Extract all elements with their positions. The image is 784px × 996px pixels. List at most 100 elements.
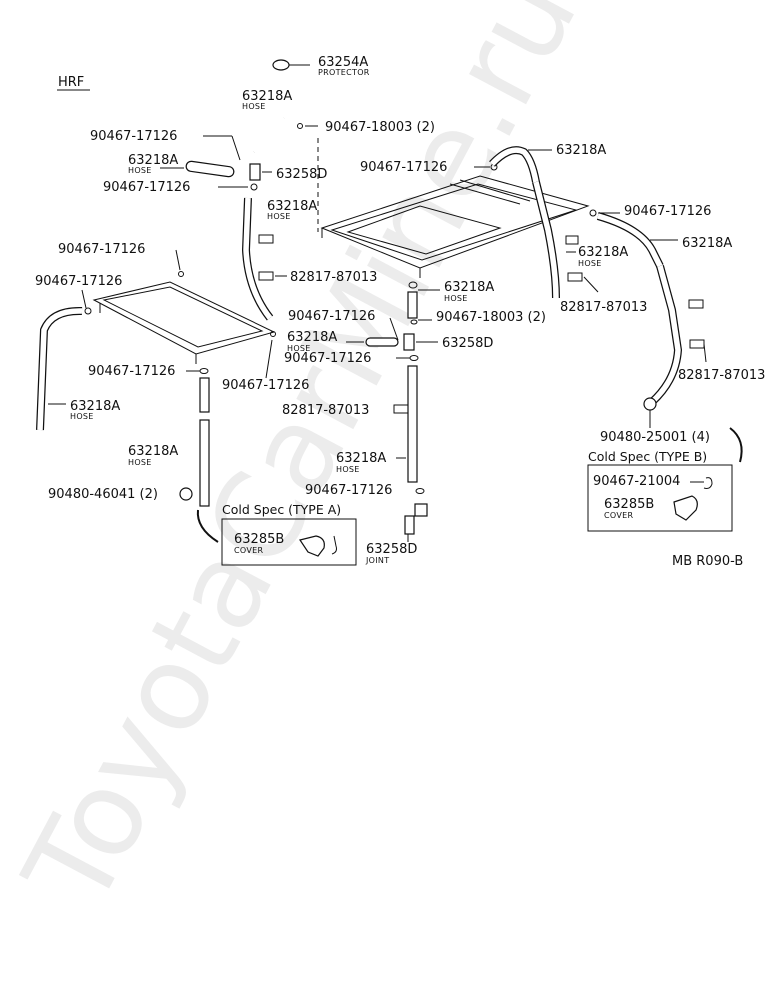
- pad-icon: [258, 234, 274, 244]
- part-number-clamp-tl1: 90467-17126: [90, 129, 177, 144]
- part-desc-protector: PROTECTOR: [318, 68, 370, 77]
- leader-line: [265, 339, 273, 379]
- sunroof-rib: [459, 179, 531, 202]
- hose-left-drop-upper: [199, 377, 210, 413]
- part-desc-hose-right3: HOSE: [578, 259, 602, 268]
- part-number-pad-center: 82817-87013: [282, 403, 369, 418]
- part-number-clamp-right-top: 90467-17126: [360, 160, 447, 175]
- part-number-grommet-right: 90480-25001 (4): [600, 430, 710, 445]
- pad-icon: [258, 271, 274, 281]
- cold-spec-b-title: Cold Spec (TYPE B): [588, 449, 707, 464]
- part-number-hose-center: 63218A: [444, 280, 494, 295]
- part-number-hose-center3: 63218A: [336, 451, 386, 466]
- clamp-icon: [589, 209, 597, 217]
- leader-line: [175, 249, 181, 271]
- part-number-clamp-tl2: 90467-17126: [103, 180, 190, 195]
- leader-line: [81, 289, 87, 309]
- part-number-joint-top: 63258D: [276, 167, 327, 182]
- part-number-joint-bottom: 63258D: [366, 542, 417, 557]
- pad-icon: [393, 404, 409, 414]
- part-desc-hose-center3: HOSE: [336, 465, 360, 474]
- cold-spec-a-part-number: 63285B: [234, 532, 284, 547]
- clamp-icon: [199, 368, 209, 374]
- clamp-icon: [415, 488, 425, 494]
- cover-icon: [299, 535, 325, 557]
- joint-center-icon: [403, 333, 415, 351]
- front-housing-outline: [92, 281, 276, 355]
- pad-icon: [689, 339, 705, 349]
- clamp-icon: [270, 331, 276, 337]
- part-number-hose-center2: 63218A: [287, 330, 337, 345]
- grommet-left-icon: [179, 487, 193, 501]
- part-number-clip-center: 90467-18003 (2): [436, 310, 546, 325]
- cold-spec-a-box: [221, 518, 357, 566]
- cold-spec-a-title: Cold Spec (TYPE A): [222, 502, 341, 517]
- cover-icon: [673, 495, 698, 521]
- part-number-clamp-center1: 90467-17126: [288, 309, 375, 324]
- cold-spec-b-part-desc: COVER: [604, 511, 633, 520]
- clamp-icon: [703, 477, 713, 489]
- part-desc-hose-far-left: HOSE: [70, 412, 94, 421]
- part-desc-hose-center2: HOSE: [287, 344, 311, 353]
- cold-spec-b-box: [587, 464, 733, 532]
- sunroof-housing-inner: [330, 183, 578, 261]
- diagram-title: HRF: [58, 75, 84, 90]
- clamp-icon: [84, 307, 92, 315]
- part-number-63218a: 63218A: [242, 89, 292, 104]
- joint-top-icon: [249, 163, 261, 181]
- part-number-hose-right3: 63218A: [578, 245, 628, 260]
- part-number-clamp-left2: 90467-17126: [35, 274, 122, 289]
- leader-line: [583, 276, 599, 293]
- clamp-icon: [331, 535, 337, 555]
- sunroof-rib: [449, 183, 521, 205]
- joint-bottom-stub: [404, 515, 415, 535]
- leader-line: [231, 135, 241, 161]
- part-desc-hose-mid-left: HOSE: [267, 212, 291, 221]
- hose-right-top-inner: [490, 147, 539, 183]
- part-number-pad-right: 82817-87013: [560, 300, 647, 315]
- hose-mid-left-inner: [243, 197, 273, 320]
- part-number-hose-right4: 63218A: [682, 236, 732, 251]
- hose-center-shape: [407, 291, 418, 319]
- joint-bottom-icon: [414, 503, 428, 517]
- pad-icon: [565, 235, 579, 245]
- clamp-icon: [408, 281, 418, 289]
- cold-spec-b-part-number: 63285B: [604, 497, 654, 512]
- part-desc-hose: HOSE: [242, 102, 266, 111]
- part-number-63254a: 63254A: [318, 55, 368, 70]
- leader-line: [389, 317, 399, 341]
- hose-small-shape: [185, 160, 235, 178]
- pad-icon: [567, 272, 583, 282]
- part-number-hose-left-drop: 63218A: [128, 444, 178, 459]
- part-number-clamp-left4: 90467-17126: [222, 378, 309, 393]
- cold-spec-a-part-desc: COVER: [234, 546, 263, 555]
- part-number-clamp-center2: 90467-17126: [284, 351, 371, 366]
- sunroof-housing-outline: [320, 175, 590, 269]
- hose-top-inner: [252, 117, 287, 154]
- part-number-clamp-center3: 90467-17126: [305, 483, 392, 498]
- leader-line: [703, 343, 707, 363]
- part-desc-hose-left-drop: HOSE: [128, 458, 152, 467]
- protector-cap-icon: [272, 59, 290, 71]
- cold-spec-b-clamp-number: 90467-21004: [593, 474, 680, 489]
- clip-icon: [297, 123, 303, 129]
- pad-icon: [688, 299, 704, 309]
- clamp-icon: [178, 271, 184, 277]
- hose-right-long-inner: [533, 181, 559, 299]
- hose-far-left-inner: [37, 308, 83, 431]
- part-number-clamp-right2: 90467-17126: [624, 204, 711, 219]
- grommet-right-icon: [643, 397, 657, 411]
- part-desc-joint-bottom: JOINT: [365, 556, 389, 565]
- part-number-clamp-left3: 90467-17126: [88, 364, 175, 379]
- part-number-clamp-left1: 90467-17126: [58, 242, 145, 257]
- part-number-clip-top: 90467-18003 (2): [325, 120, 435, 135]
- arrow-to-cold-spec-b: [729, 427, 743, 463]
- hose-right4-inner: [597, 213, 663, 268]
- part-number-hose-far-left: 63218A: [70, 399, 120, 414]
- part-number-hose-small: 63218A: [128, 153, 178, 168]
- front-housing-inner: [102, 286, 264, 348]
- part-number-joint-center: 63258D: [442, 336, 493, 351]
- part-desc-hose-small: HOSE: [128, 166, 152, 175]
- clamp-icon: [250, 183, 258, 191]
